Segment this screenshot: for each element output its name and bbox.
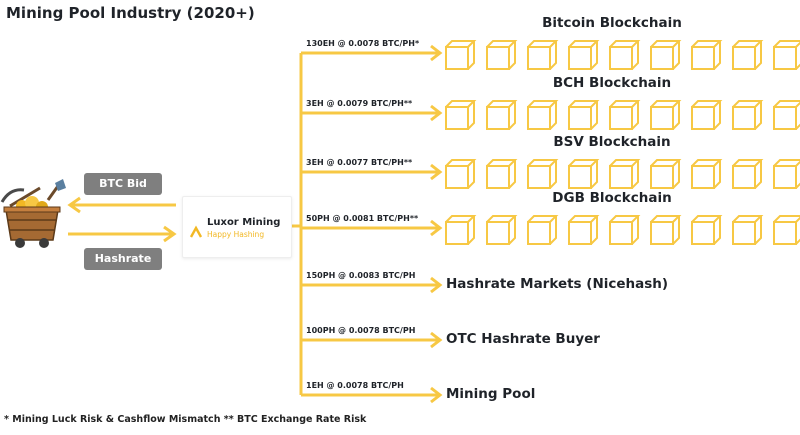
block-icon xyxy=(691,100,723,130)
block-icon xyxy=(527,159,559,189)
route-rate-label: 130EH @ 0.0078 BTC/PH* xyxy=(306,39,420,48)
blockchain-title: DGB Blockchain xyxy=(552,190,672,206)
btc-bid-arrow xyxy=(67,196,176,214)
block-icon xyxy=(732,40,764,70)
block-icon xyxy=(650,159,682,189)
route-rate-label: 3EH @ 0.0077 BTC/PH** xyxy=(306,158,413,167)
block-icon xyxy=(650,40,682,70)
block-icon xyxy=(486,159,518,189)
route-arrow xyxy=(301,386,443,404)
block-icon xyxy=(486,100,518,130)
route-arrow xyxy=(301,44,443,62)
block-icon xyxy=(691,215,723,245)
diagram-title: Mining Pool Industry (2020+) xyxy=(6,4,255,22)
block-icon xyxy=(445,215,477,245)
route-destination-label: Hashrate Markets (Nicehash) xyxy=(446,276,669,292)
blockchain-title: BCH Blockchain xyxy=(552,75,672,91)
route-arrow xyxy=(301,276,443,294)
block-icon xyxy=(445,159,477,189)
block-icon xyxy=(609,159,641,189)
block-icon xyxy=(486,215,518,245)
route-arrow xyxy=(301,163,443,181)
block-icon xyxy=(773,215,800,245)
route-destination-label: OTC Hashrate Buyer xyxy=(446,331,600,347)
pool-name: Luxor Mining xyxy=(207,217,281,228)
block-icon xyxy=(609,100,641,130)
block-icon xyxy=(773,40,800,70)
hashrate-label: Hashrate xyxy=(84,248,162,270)
block-icon xyxy=(527,100,559,130)
block-icon xyxy=(691,40,723,70)
route-destination-label: Mining Pool xyxy=(446,386,536,402)
block-icon xyxy=(527,40,559,70)
route-rate-label: 3EH @ 0.0079 BTC/PH** xyxy=(306,99,413,108)
block-icon xyxy=(732,215,764,245)
block-icon xyxy=(568,40,600,70)
block-icon xyxy=(650,100,682,130)
block-icon xyxy=(445,100,477,130)
pool-tagline: Happy Hashing xyxy=(207,230,265,239)
block-icon xyxy=(732,100,764,130)
block-icon xyxy=(609,215,641,245)
block-icon xyxy=(527,215,559,245)
risk-footnote: * Mining Luck Risk & Cashflow Mismatch *… xyxy=(4,414,367,425)
block-icon xyxy=(609,40,641,70)
route-arrow xyxy=(301,331,443,349)
block-icon xyxy=(568,159,600,189)
route-arrow xyxy=(301,219,443,237)
luxor-mining-card: Luxor Mining Happy Hashing xyxy=(182,196,292,258)
route-rate-label: 100PH @ 0.0078 BTC/PH xyxy=(306,326,416,335)
route-arrow xyxy=(301,104,443,122)
mine-cart-icon xyxy=(0,179,66,248)
block-icon xyxy=(445,40,477,70)
block-icon xyxy=(568,215,600,245)
btc-bid-label: BTC Bid xyxy=(84,173,162,195)
block-icon xyxy=(568,100,600,130)
block-icon xyxy=(486,40,518,70)
hashrate-arrow xyxy=(68,225,177,243)
block-icon xyxy=(732,159,764,189)
luxor-chevron-icon xyxy=(189,225,203,238)
block-icon xyxy=(773,100,800,130)
block-icon xyxy=(650,215,682,245)
block-icon xyxy=(691,159,723,189)
block-icon xyxy=(773,159,800,189)
blockchain-title: Bitcoin Blockchain xyxy=(542,15,682,31)
route-rate-label: 50PH @ 0.0081 BTC/PH** xyxy=(306,214,419,223)
route-rate-label: 150PH @ 0.0083 BTC/PH xyxy=(306,271,416,280)
blockchain-title: BSV Blockchain xyxy=(553,134,671,150)
route-rate-label: 1EH @ 0.0078 BTC/PH xyxy=(306,381,404,390)
